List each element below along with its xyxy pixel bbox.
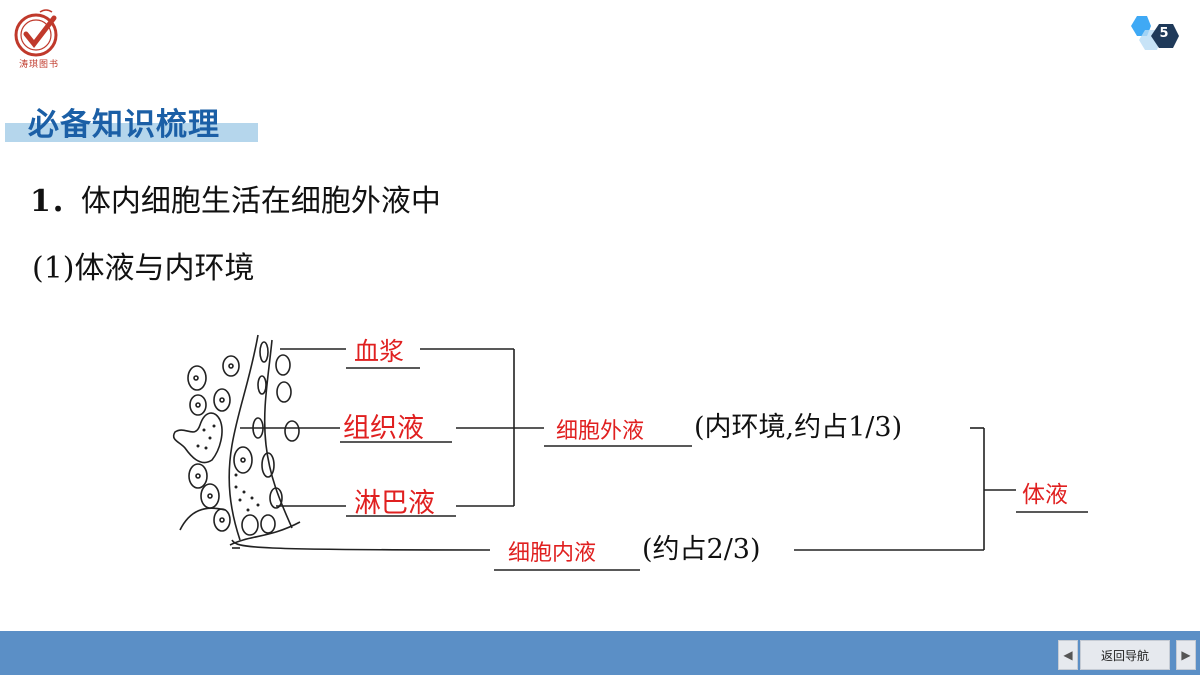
body-fluid-diagram: 血浆 组织液 淋巴液 细胞外液 细胞内液 体液 (内环境,约占1/3) (约占2… — [172, 334, 1088, 571]
heading-1-number: 1． — [30, 184, 81, 219]
answer-lymph: 淋巴液 — [354, 488, 435, 519]
back-to-nav-button[interactable]: 返回导航 — [1080, 640, 1170, 670]
answer-plasma: 血浆 — [354, 337, 404, 366]
tissue-illustration — [172, 334, 301, 549]
heading-1: 1．体内细胞生活在细胞外液中 — [30, 176, 441, 220]
heading-1-text: 体内细胞生活在细胞外液中 — [80, 184, 441, 219]
section-title-underline — [5, 123, 258, 142]
triangle-right-icon: ▶ — [1181, 648, 1191, 662]
footer-bar — [0, 631, 1200, 675]
triangle-left-icon: ◀ — [1063, 648, 1073, 662]
answer-body-fluid: 体液 — [1022, 482, 1068, 508]
icf-note: (约占2/3) — [642, 534, 761, 565]
answer-ecf: 细胞外液 — [556, 419, 644, 444]
answer-tissue-fluid: 组织液 — [343, 413, 424, 444]
page-badge-icon — [1131, 16, 1179, 50]
heading-2: (1)体液与内环境 — [32, 251, 255, 286]
ecf-note: (内环境,约占1/3) — [694, 412, 902, 443]
answer-icf: 细胞内液 — [508, 541, 596, 566]
prev-page-button[interactable]: ◀ — [1058, 640, 1078, 670]
next-page-button[interactable]: ▶ — [1176, 640, 1196, 670]
brand-name: 涛琪图书 — [18, 60, 59, 70]
page-number: 5 — [1159, 26, 1169, 41]
section-title: 必备知识梳理 — [28, 107, 220, 143]
brand-logo — [14, 9, 58, 57]
